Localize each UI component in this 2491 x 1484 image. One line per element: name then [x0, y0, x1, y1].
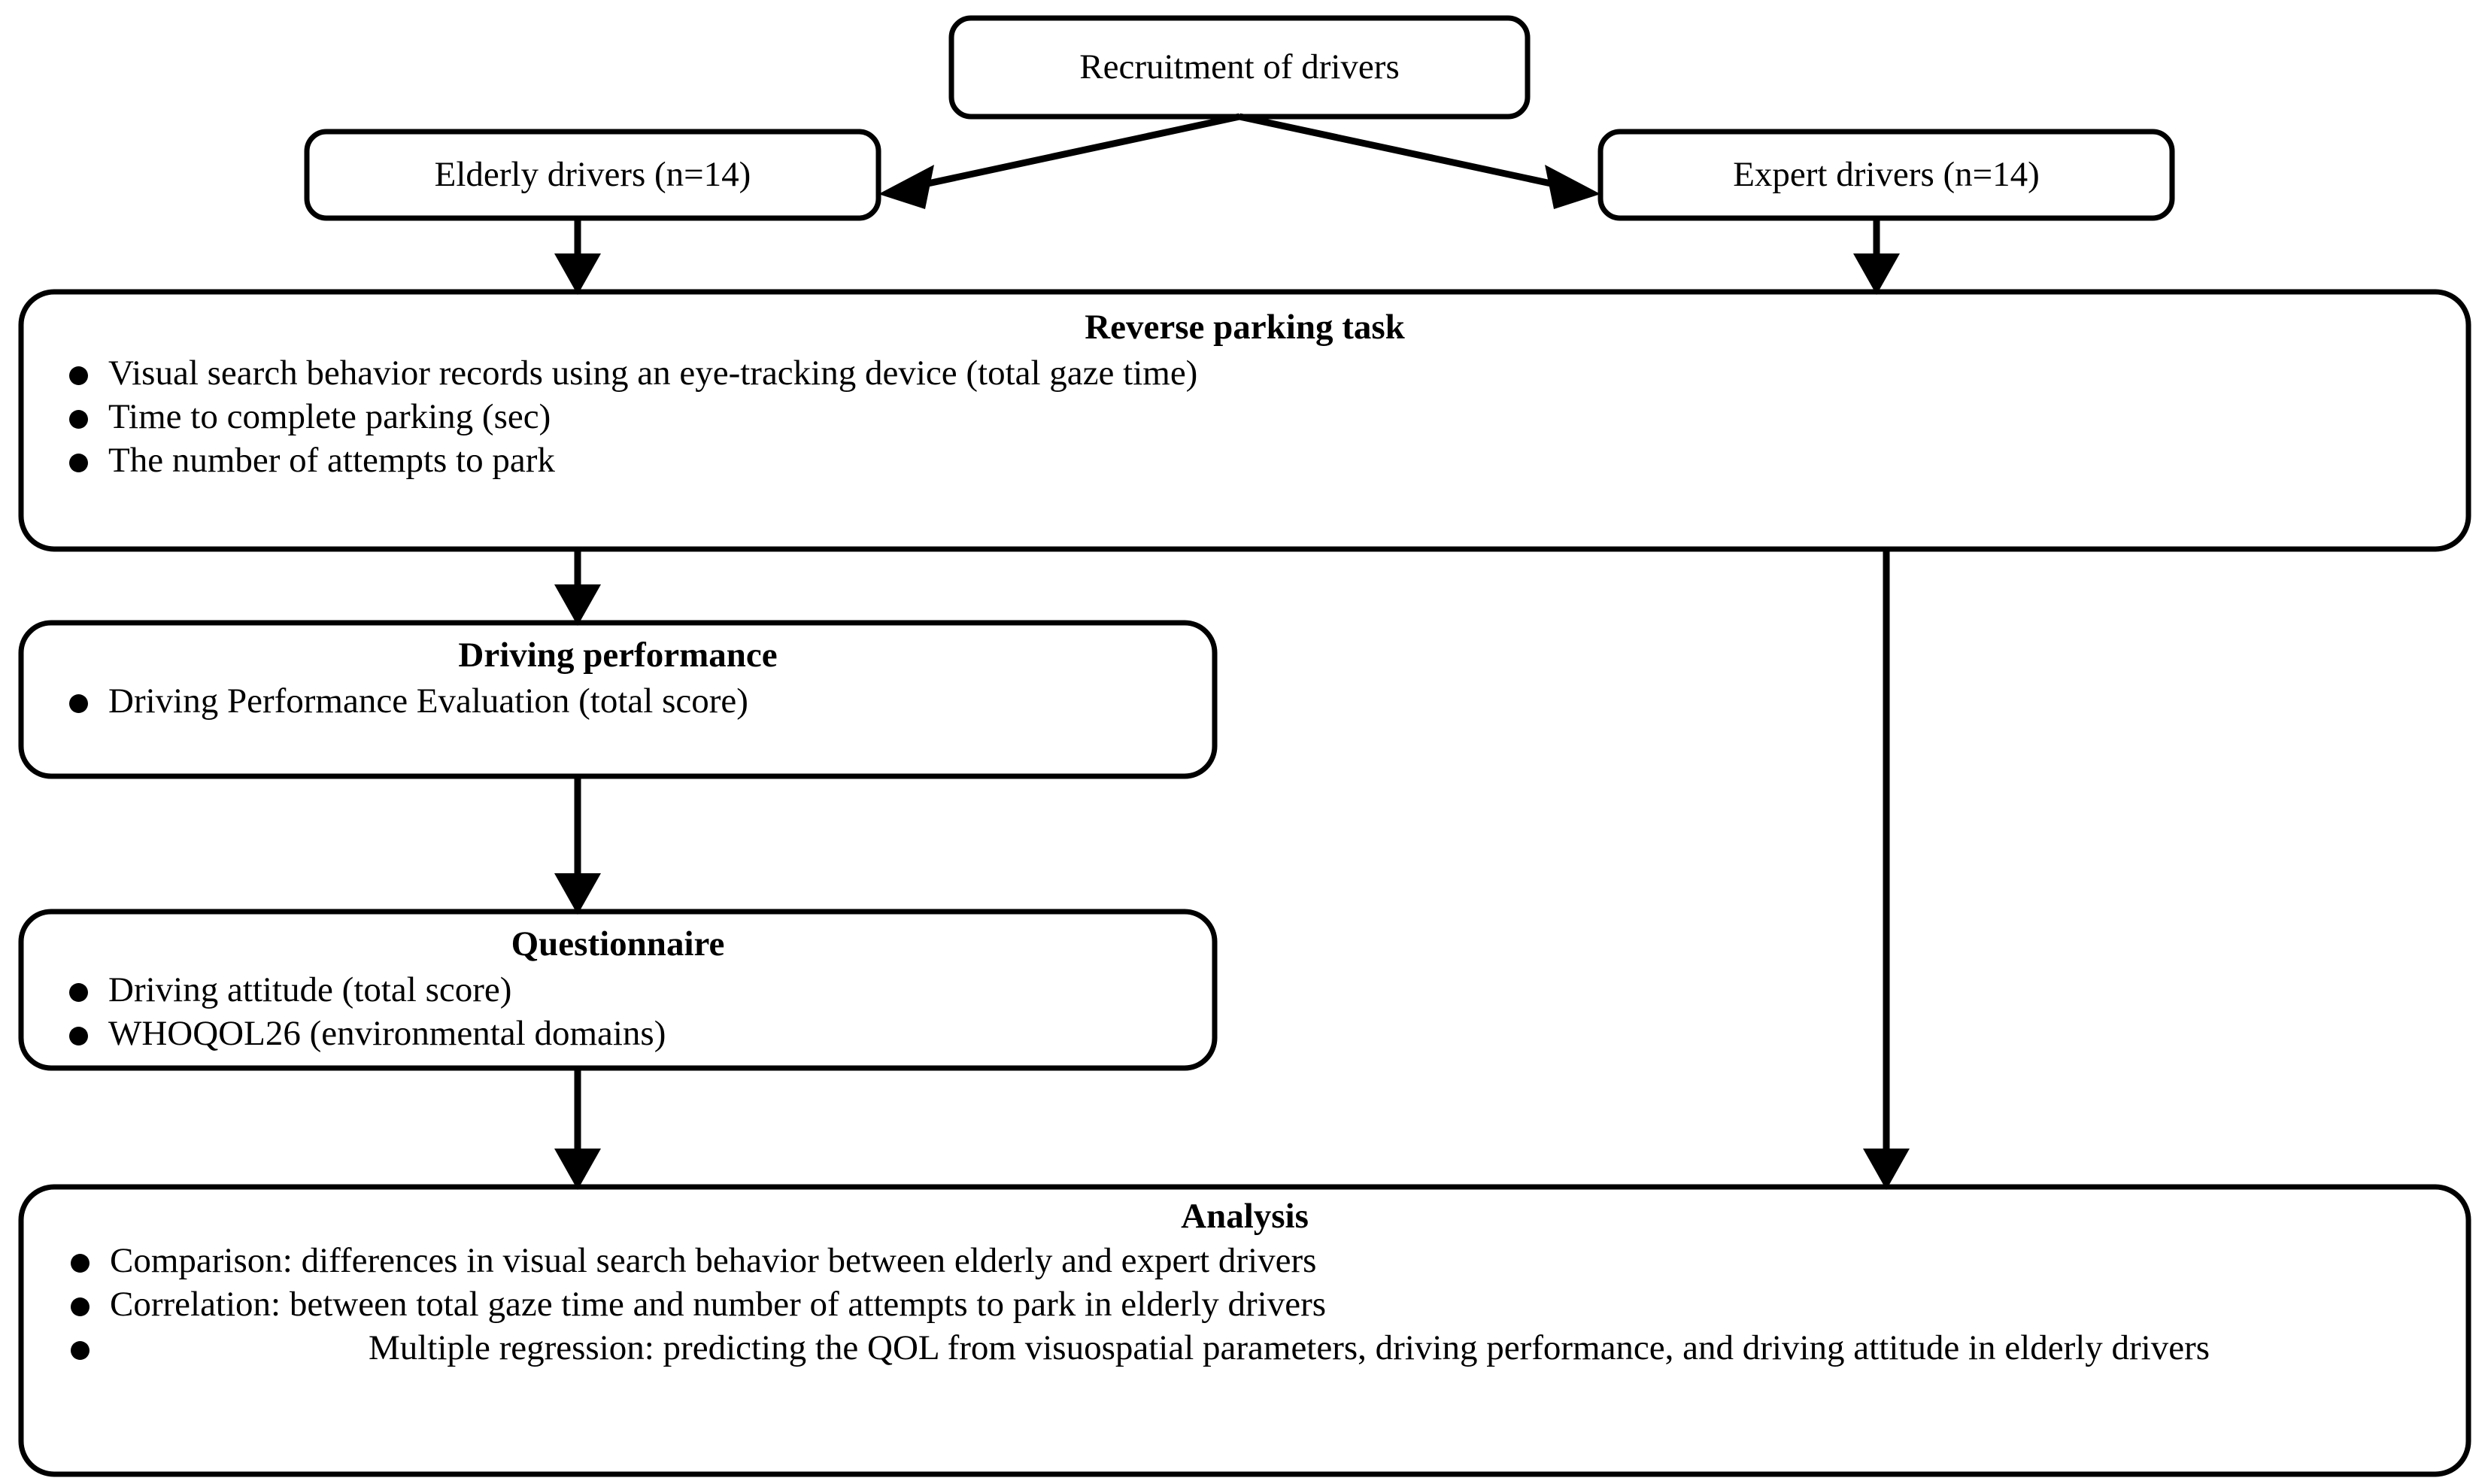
- node-elderly-drivers: Elderly drivers (n=14): [307, 132, 878, 218]
- list-item: Comparison: differences in visual search…: [68, 1239, 2468, 1282]
- node-driving-performance-box: [18, 620, 1218, 779]
- list-item: Time to complete parking (sec): [66, 395, 2468, 439]
- node-questionnaire-box: [18, 909, 1218, 1071]
- node-reverse-parking-task: Reverse parking task Visual search behav…: [21, 292, 2468, 549]
- node-driving-performance-title: Driving performance: [458, 636, 778, 675]
- node-driving-performance: Driving performance Driving Performance …: [21, 623, 1215, 776]
- node-reverse-parking-bullet-list: Visual search behavior records using an …: [66, 351, 2468, 482]
- list-item: Visual search behavior records using an …: [66, 351, 2468, 395]
- connector-elderly-to-reverse-parking: [554, 218, 601, 295]
- list-item: WHOQOL26 (environmental domains): [66, 1012, 1215, 1055]
- list-item: Driving attitude (total score): [66, 968, 1215, 1012]
- node-questionnaire-title: Questionnaire: [511, 924, 725, 964]
- node-analysis-box: [18, 1184, 2471, 1477]
- list-item: Driving Performance Evaluation (total sc…: [66, 679, 1215, 723]
- node-reverse-parking-box: [18, 289, 2471, 552]
- node-elderly-box: [304, 129, 881, 221]
- node-recruitment: Recruitment of drivers: [951, 18, 1528, 117]
- node-analysis-title: Analysis: [1181, 1197, 1309, 1236]
- connector-recruitment-to-elderly: [878, 113, 1240, 209]
- node-expert-box: [1597, 129, 2175, 221]
- node-expert-label: Expert drivers (n=14): [1733, 154, 2040, 194]
- connector-questionnaire-to-analysis: [554, 1068, 601, 1190]
- node-questionnaire-bullet-list: Driving attitude (total score) WHOQOL26 …: [66, 968, 1215, 1055]
- node-questionnaire: Questionnaire Driving attitude (total sc…: [21, 912, 1215, 1068]
- connector-driving-performance-to-questionnaire: [554, 776, 601, 915]
- node-recruitment-label: Recruitment of drivers: [1079, 47, 1400, 86]
- connector-reverse-parking-to-driving-performance: [554, 549, 601, 626]
- connector-reverse-parking-to-analysis: [1863, 549, 1910, 1190]
- connector-recruitment-to-expert: [1239, 113, 1600, 209]
- list-item: The number of attempts to park: [66, 439, 2468, 482]
- list-item: Correlation: between total gaze time and…: [68, 1282, 2468, 1326]
- node-analysis: Analysis Comparison: differences in visu…: [21, 1187, 2468, 1474]
- connector-expert-to-reverse-parking: [1853, 218, 1900, 295]
- node-elderly-label: Elderly drivers (n=14): [434, 154, 751, 194]
- node-analysis-bullet-list: Comparison: differences in visual search…: [68, 1239, 2468, 1370]
- node-driving-performance-bullet-list: Driving Performance Evaluation (total sc…: [66, 679, 1215, 723]
- node-expert-drivers: Expert drivers (n=14): [1600, 132, 2172, 218]
- node-reverse-parking-title: Reverse parking task: [1085, 308, 1405, 347]
- list-item: Multiple regression: predicting the QOL …: [68, 1326, 2468, 1370]
